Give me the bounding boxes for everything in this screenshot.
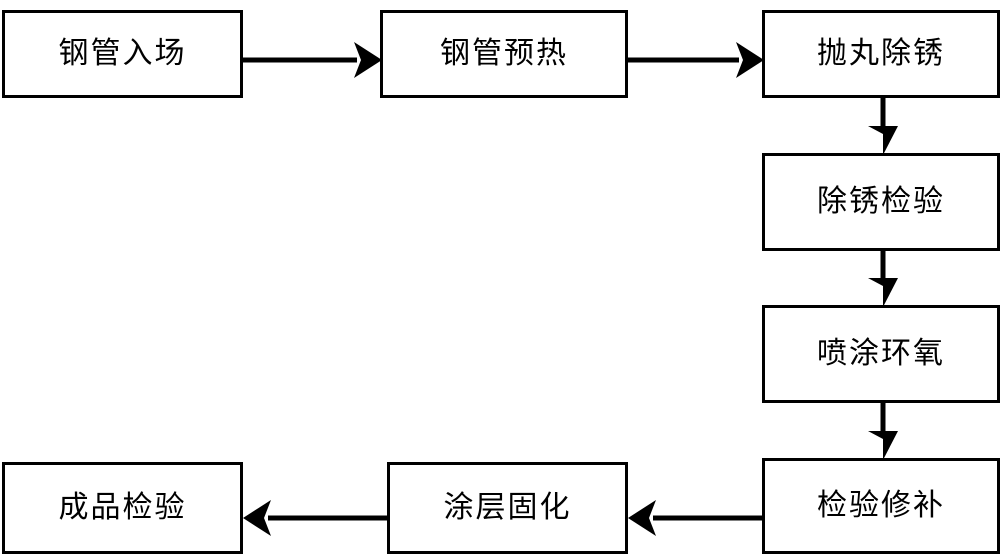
flow-node-preheat[interactable]: 钢管预热 [380,10,628,98]
flow-node-final-inspection[interactable]: 成品检验 [2,462,243,554]
flow-node-blast[interactable]: 抛丸除锈 [762,10,1000,98]
flow-node-rust-inspection[interactable]: 除锈检验 [762,153,1000,251]
flow-edge-preheat-to-blast [628,38,764,82]
flow-edge-blast-to-rust-inspection [868,98,904,155]
flow-edge-cure-to-final-inspection [243,496,389,540]
flow-node-label: 抛丸除锈 [817,37,945,70]
flow-node-coating-cure[interactable]: 涂层固化 [387,462,628,554]
flow-node-label: 除锈检验 [817,185,945,218]
flow-node-label: 涂层固化 [443,491,572,524]
flow-node-label: 喷涂环氧 [817,337,945,370]
flow-node-label: 成品检验 [58,491,187,524]
flow-node-label: 钢管入场 [58,37,187,70]
flow-node-label: 钢管预热 [440,37,568,70]
flow-node-inspect-repair[interactable]: 检验修补 [762,458,1000,554]
flow-node-intake[interactable]: 钢管入场 [2,10,243,98]
flow-edge-inspect-repair-to-cure [628,496,764,540]
flow-edge-rust-inspection-to-epoxy [868,251,904,307]
flow-edge-epoxy-to-inspect-repair [868,403,904,460]
flow-node-epoxy-spray[interactable]: 喷涂环氧 [762,305,1000,403]
flow-edge-intake-to-preheat [243,38,382,82]
flow-node-label: 检验修补 [817,489,945,522]
